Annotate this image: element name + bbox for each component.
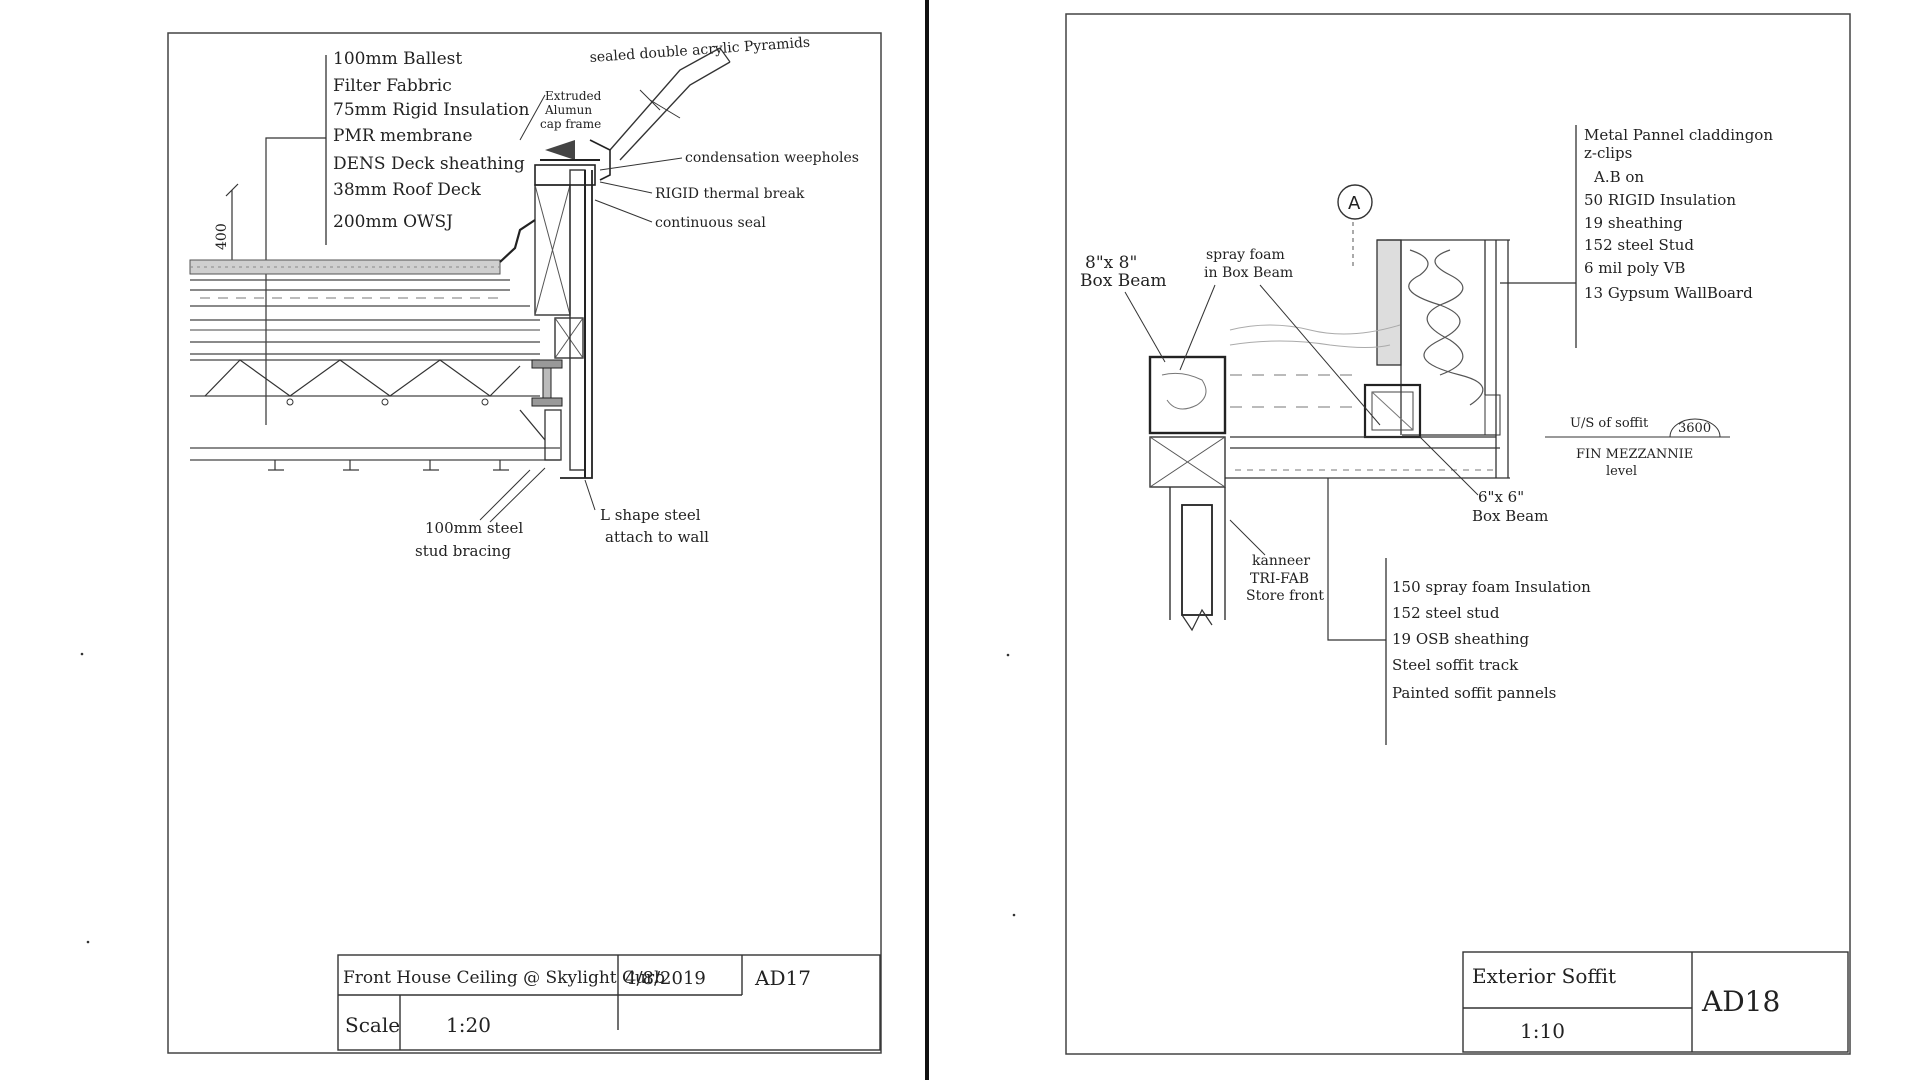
drawing-frame xyxy=(167,32,882,1054)
scale-ad18: 1:10 xyxy=(1520,1019,1565,1043)
label-pyramids: sealed double acrylic Pyramids xyxy=(589,35,810,66)
label-us-soffit: U/S of soffit xyxy=(1570,416,1649,431)
label-stud-bracing: 100mm steel stud bracing xyxy=(415,519,528,560)
drawing-frame-ad18 xyxy=(1065,13,1851,1055)
label-8x8-box-beam: 8"x 8" Box Beam xyxy=(1080,253,1167,291)
soffit-height: 3600 xyxy=(1678,421,1711,436)
label-spray-foam: spray foam in Box Beam xyxy=(1204,247,1293,281)
label-l-shape-steel: L shape steel attach to wall xyxy=(600,506,709,546)
label-cap-frame: Extruded Alumun cap frame xyxy=(540,89,605,131)
label-weepholes: condensation weepholes xyxy=(685,150,859,166)
label-mezzanine: FIN MEZZANNIE level xyxy=(1576,447,1697,479)
scale-label-ad17: Scale xyxy=(345,1013,400,1037)
title-ad18: Exterior Soffit xyxy=(1472,964,1616,988)
title-block-ad18 xyxy=(1462,951,1849,1053)
label-continuous-seal: continuous seal xyxy=(655,215,766,231)
dimension-400: 400 xyxy=(214,223,230,250)
wall-note: Metal Pannel claddingon z-clips A.B on 5… xyxy=(1584,126,1778,302)
scale-ad17: 1:20 xyxy=(446,1013,491,1037)
date-ad17: 4/8/2019 xyxy=(625,968,706,989)
ad18-drawing: Metal Pannel claddingon z-clips A.B on 5… xyxy=(1006,13,1851,1055)
sheet-number-ad17: AD17 xyxy=(754,966,811,990)
layer-note: 100mm Ballest Filter Fabbric 75mm Rigid … xyxy=(333,49,535,232)
section-marker-a: A xyxy=(1348,193,1361,214)
label-storefront: kanneer TRI-FAB Store front xyxy=(1246,553,1324,604)
label-6x6-box-beam: 6"x 6" Box Beam xyxy=(1472,488,1548,525)
drawing-sheet-ad18: Metal Pannel claddingon z-clips A.B on 5… xyxy=(930,0,1920,1080)
title-ad17: Front House Ceiling @ Skylight Curb xyxy=(343,968,665,988)
drawing-sheet-ad17: 100mm Ballest Filter Fabbric 75mm Rigid … xyxy=(0,0,926,1080)
sheet-divider xyxy=(925,0,929,1080)
soffit-note: 150 spray foam Insulation 152 steel stud… xyxy=(1392,578,1596,702)
title-block-ad17 xyxy=(337,954,881,1051)
sheet-number-ad18: AD18 xyxy=(1701,985,1780,1018)
label-thermal-break: RIGID thermal break xyxy=(655,186,805,202)
ad17-drawing: 100mm Ballest Filter Fabbric 75mm Rigid … xyxy=(80,32,882,1054)
